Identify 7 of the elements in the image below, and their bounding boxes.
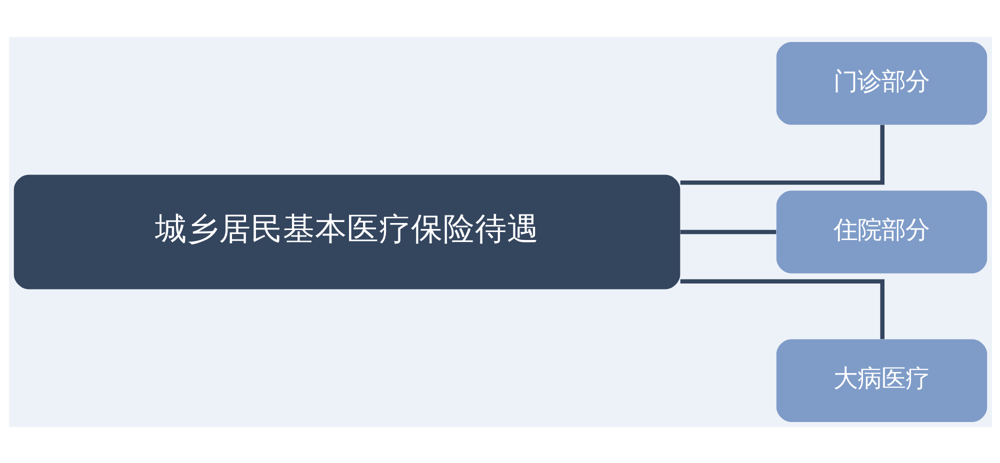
- node-box: 住院部分: [776, 190, 987, 273]
- node-box: 大病医疗: [776, 338, 987, 422]
- node-box: 门诊部分: [776, 41, 987, 124]
- node-box: 城乡居民基本医疗保险待遇: [13, 174, 680, 289]
- connector: [680, 124, 884, 184]
- connector: [680, 278, 884, 339]
- connector: [680, 229, 776, 234]
